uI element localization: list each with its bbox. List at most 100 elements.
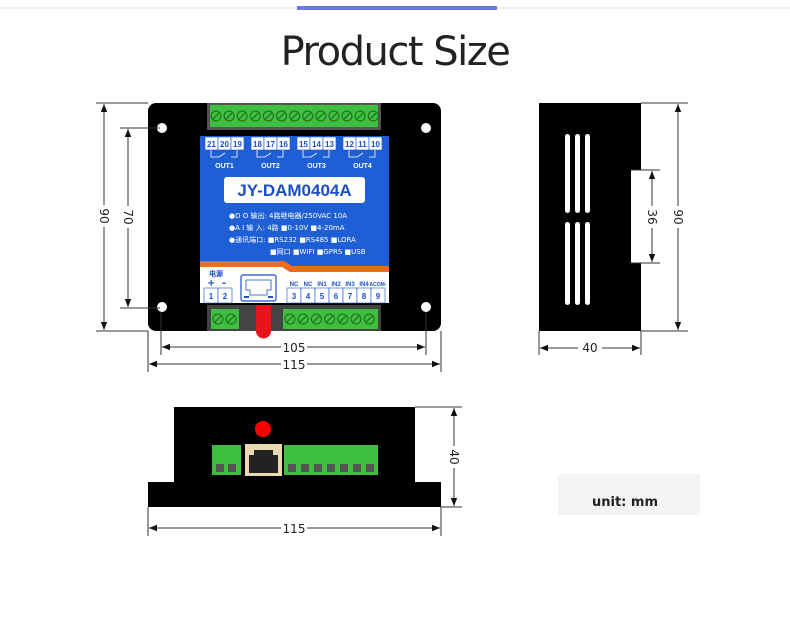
relay-terminal-number: 14 <box>312 140 321 149</box>
relay-contact-icon <box>210 150 238 158</box>
input-terminal-number: 7 <box>348 292 353 301</box>
input-channel-label: IN2 <box>331 282 341 288</box>
terminal-screw-icon <box>225 313 237 325</box>
mount-hole <box>157 123 167 133</box>
dim-side-height: 90 <box>671 209 685 224</box>
relay-terminal-number: 21 <box>207 140 216 149</box>
side-body <box>539 103 641 331</box>
mount-hole <box>421 123 431 133</box>
terminal-screw-icon <box>337 313 349 325</box>
unit-label: unit: mm <box>592 495 658 510</box>
terminal-screw-icon <box>210 110 222 122</box>
dim-hole-height: 70 <box>121 209 135 224</box>
relay-contact-icon <box>256 150 284 158</box>
relay-terminal-number: 11 <box>358 140 367 149</box>
input-terminal-number: 9 <box>376 292 381 301</box>
input-terminal-number: 5 <box>320 292 325 301</box>
power-minus: - <box>222 278 226 289</box>
relay-terminal-number: 16 <box>279 140 288 149</box>
terminal-screw-icon <box>297 313 309 325</box>
input-channel-label: NC <box>290 282 299 288</box>
power-terminal-number: 2 <box>223 292 228 301</box>
relay-terminal-number: 19 <box>233 140 242 149</box>
orange-stripe <box>200 261 389 272</box>
relay-output-label: OUT2 <box>261 163 280 170</box>
input-channel-label: NC <box>304 282 313 288</box>
model-box <box>224 177 365 203</box>
relay-output-label: OUT1 <box>215 163 234 170</box>
input-channel-label: ACOM- <box>370 282 387 288</box>
input-terminal-number: 3 <box>292 292 297 301</box>
dim-front-height: 90 <box>97 208 111 223</box>
spec-line: ●通讯端口: ■RS232 ■RS485 ■LORA <box>229 235 356 244</box>
dim-bottom-width: 115 <box>283 522 306 536</box>
unit-box <box>558 474 700 515</box>
terminal-screw-icon <box>367 110 379 122</box>
spec-line: ■网口 ■WIFI ■GPRS ■USB <box>270 248 366 256</box>
terminal-pin <box>327 464 335 472</box>
terminal-pin <box>340 464 348 472</box>
red-led-indicator <box>256 305 271 339</box>
dim-hole-width: 105 <box>283 341 306 355</box>
input-terminal-number: 4 <box>306 292 311 301</box>
spec-line: ●D O 输出: 4路继电器/250VAC 10A <box>229 211 347 220</box>
relay-terminal-number: 12 <box>345 140 354 149</box>
relay-terminal-number: 18 <box>253 140 262 149</box>
bottom-view: 40 115 <box>147 406 462 536</box>
relay-contact-icon <box>302 150 330 158</box>
mount-hole <box>157 302 167 312</box>
power-terminal-number: 1 <box>209 292 214 301</box>
terminal-screw-icon <box>223 110 235 122</box>
spec-line: ●A I 输 入: 4路 ■0-10V ■4-20mA <box>229 223 345 232</box>
relay-terminal-number: 10 <box>371 140 380 149</box>
ethernet-port-icon <box>240 274 277 302</box>
terminal-pin <box>314 464 322 472</box>
relay-terminal-number: 13 <box>325 140 334 149</box>
terminal-pin <box>366 464 374 472</box>
terminal-screw-icon <box>276 110 287 122</box>
input-terminal-number: 6 <box>334 292 339 301</box>
terminal-screw-icon <box>363 313 375 325</box>
vent-slots <box>565 134 590 305</box>
terminal-screw-icon <box>315 110 327 122</box>
page-title: Product Size <box>281 29 510 75</box>
power-label: 电源 <box>209 269 223 278</box>
terminal-screw-icon <box>212 313 224 325</box>
relay-terminal-number: 17 <box>266 140 275 149</box>
relay-output-label: OUT4 <box>353 163 372 170</box>
terminal-screw-icon <box>354 110 366 122</box>
dim-notch: 36 <box>645 209 659 224</box>
terminal-screw-icon <box>284 313 296 325</box>
bottom-body-flange <box>148 482 441 507</box>
relay-terminal-number: 20 <box>220 140 229 149</box>
front-dimensions: 90 70 105 115 <box>96 102 442 372</box>
power-plus: + <box>207 278 215 289</box>
terminal-pin <box>288 464 296 472</box>
dim-bottom-height: 40 <box>447 449 461 464</box>
terminal-screw-icon <box>341 110 353 122</box>
relay-terminal-number: 15 <box>299 140 308 149</box>
terminal-screw-icon <box>302 110 314 122</box>
model-name: JY-DAM0404A <box>237 181 351 200</box>
terminal-screw-icon <box>328 110 340 122</box>
input-channel-label: IN4 <box>359 282 369 288</box>
terminal-screw-icon <box>236 110 248 122</box>
terminal-pin <box>353 464 361 472</box>
terminal-screw-icon <box>249 110 261 122</box>
terminal-screw-icon <box>350 313 362 325</box>
dim-front-width: 115 <box>283 358 306 372</box>
terminal-screw-icon <box>262 110 274 122</box>
mount-hole <box>421 302 431 312</box>
terminal-screw-icon <box>289 110 301 122</box>
header-accent-bar <box>297 6 497 10</box>
input-channel-label: IN1 <box>317 282 327 288</box>
terminal-screw-icon <box>324 313 336 325</box>
input-terminal-number: 8 <box>362 292 367 301</box>
dim-side-depth: 40 <box>582 341 597 355</box>
terminal-screw-icon <box>310 313 322 325</box>
